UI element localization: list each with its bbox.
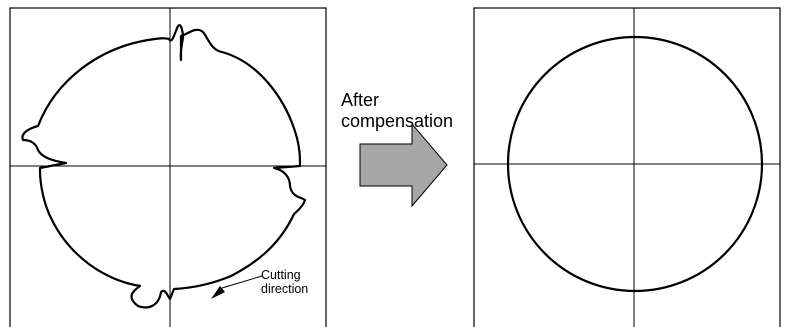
compensated-circle <box>506 35 764 293</box>
distorted-circle-path <box>21 24 307 309</box>
after-compensation-label: After compensation <box>341 90 471 132</box>
before-panel <box>9 7 327 327</box>
before-panel-frame <box>9 7 327 327</box>
after-label-line2: compensation <box>341 111 454 131</box>
direction-marker-icon <box>211 286 225 299</box>
direction-leader-line <box>221 275 263 289</box>
after-panel-frame <box>473 7 781 327</box>
after-panel <box>473 7 781 327</box>
cutting-direction-label: Cutting direction <box>261 268 331 296</box>
cutting-label-line2: direction <box>261 282 309 296</box>
right-arrow-icon <box>359 122 448 208</box>
cutting-label-line1: Cutting <box>261 268 301 282</box>
after-label-line1: After <box>341 90 380 110</box>
